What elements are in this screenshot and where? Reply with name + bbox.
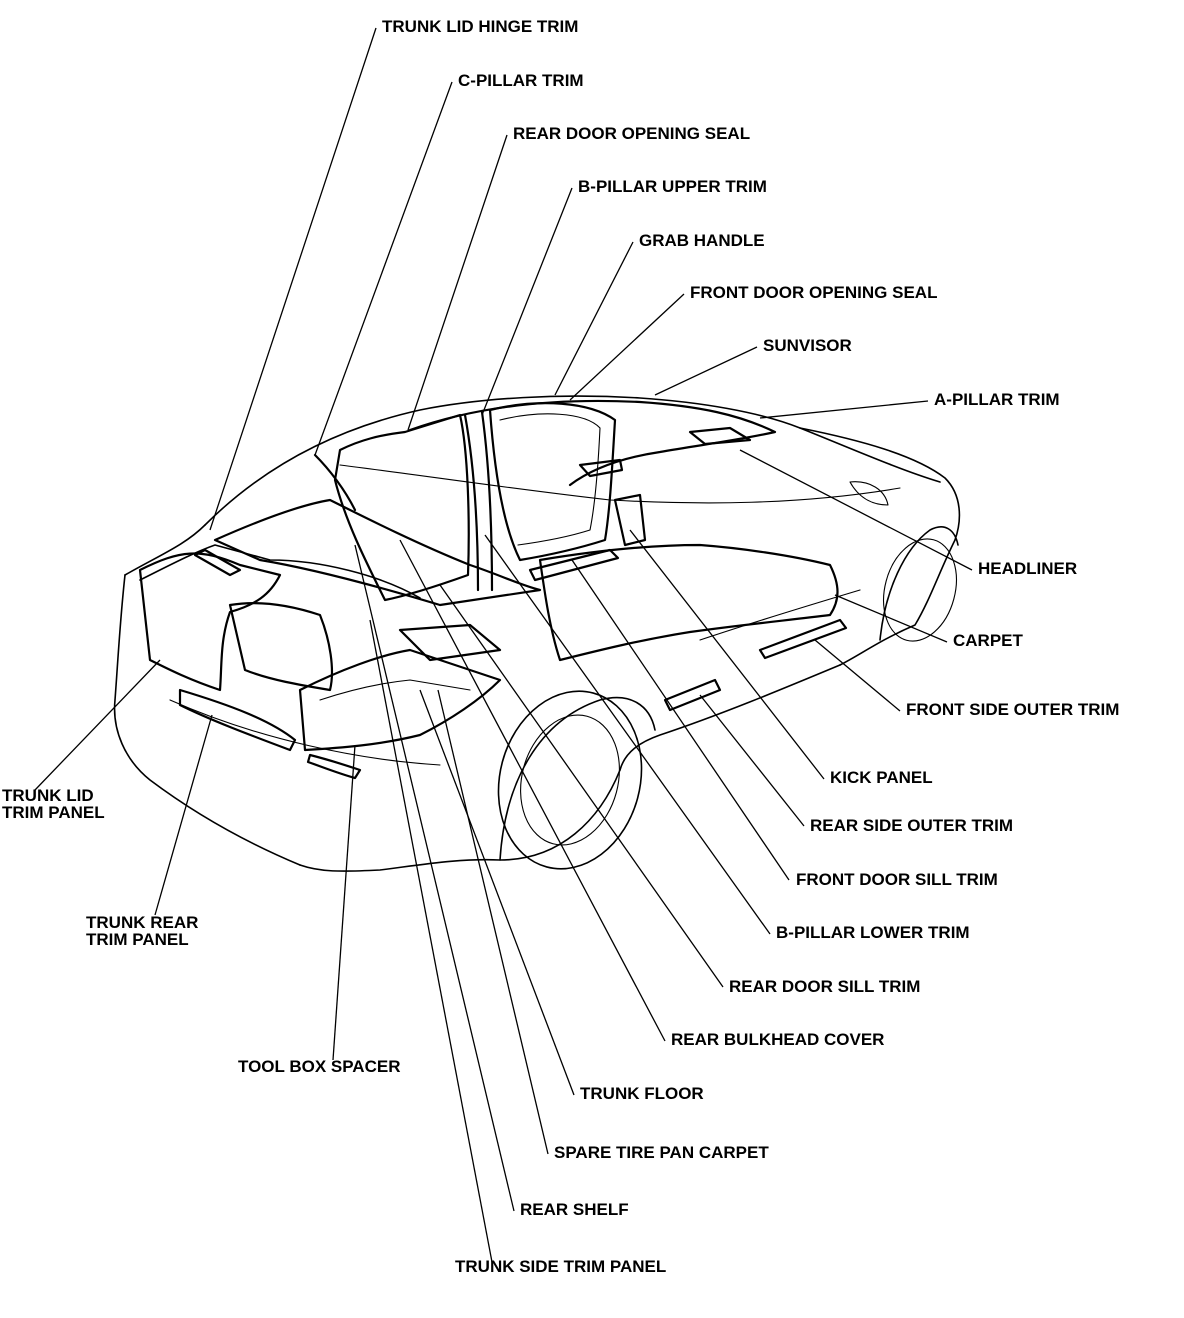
- leader-front-door-sill-trim: [571, 559, 790, 881]
- label-front-door-opening-seal: FRONT DOOR OPENING SEAL: [690, 283, 938, 302]
- label-spare-tire-pan-carpet: SPARE TIRE PAN CARPET: [554, 1143, 769, 1162]
- label-trunk-lid-trim-panel: TRUNK LID TRIM PANEL: [2, 786, 105, 822]
- leader-rear-shelf: [354, 544, 515, 1212]
- label-trunk-floor: TRUNK FLOOR: [580, 1084, 704, 1103]
- leader-c-pillar-trim: [314, 81, 453, 456]
- label-rear-bulkhead-cover: REAR BULKHEAD COVER: [671, 1030, 885, 1049]
- label-sunvisor: SUNVISOR: [763, 336, 852, 355]
- leader-rear-door-sill-trim: [439, 584, 724, 988]
- label-rear-side-outer-trim: REAR SIDE OUTER TRIM: [810, 816, 1014, 835]
- label-rear-shelf: REAR SHELF: [520, 1200, 629, 1219]
- leader-trunk-floor: [419, 689, 575, 1096]
- leader-spare-tire-pan-carpet: [437, 689, 549, 1155]
- car-body-outline: [113, 395, 961, 872]
- label-c-pillar-trim: C-PILLAR TRIM: [458, 71, 584, 90]
- label-front-side-outer-trim: FRONT SIDE OUTER TRIM: [906, 700, 1120, 719]
- label-trunk-rear-trim-panel: TRUNK REAR TRIM PANEL: [86, 913, 199, 949]
- label-kick-panel: KICK PANEL: [830, 768, 933, 787]
- leader-a-pillar-trim: [759, 400, 929, 419]
- leader-carpet: [834, 594, 948, 643]
- leader-trunk-lid-hinge-trim: [209, 27, 377, 531]
- leader-headliner: [739, 449, 973, 571]
- leader-lines: [34, 27, 973, 1263]
- leader-front-door-opening-seal: [569, 293, 685, 401]
- label-trunk-side-trim-panel: TRUNK SIDE TRIM PANEL: [455, 1257, 667, 1276]
- label-rear-door-sill-trim: REAR DOOR SILL TRIM: [729, 977, 921, 996]
- label-b-pillar-lower-trim: B-PILLAR LOWER TRIM: [776, 923, 970, 942]
- leader-trunk-rear-trim-panel: [154, 714, 213, 916]
- leader-sunvisor: [654, 346, 758, 396]
- label-front-door-sill-trim: FRONT DOOR SILL TRIM: [796, 870, 998, 889]
- leader-b-pillar-lower-trim: [484, 534, 771, 935]
- leader-trunk-side-trim-panel: [369, 619, 493, 1263]
- label-tool-box-spacer: TOOL BOX SPACER: [238, 1057, 401, 1076]
- leader-rear-bulkhead-cover: [399, 539, 666, 1042]
- label-b-pillar-upper-trim: B-PILLAR UPPER TRIM: [578, 177, 767, 196]
- leader-kick-panel: [629, 529, 825, 780]
- trim-parts: [138, 399, 848, 780]
- leader-grab-handle: [554, 241, 634, 396]
- label-headliner: HEADLINER: [978, 559, 1078, 578]
- leader-rear-side-outer-trim: [699, 694, 805, 827]
- leader-b-pillar-upper-trim: [481, 187, 573, 416]
- label-trunk-lid-hinge-trim: TRUNK LID HINGE TRIM: [382, 17, 579, 36]
- leader-front-side-outer-trim: [814, 639, 901, 712]
- label-rear-door-opening-seal: REAR DOOR OPENING SEAL: [513, 124, 751, 143]
- leader-tool-box-spacer: [332, 744, 356, 1061]
- label-grab-handle: GRAB HANDLE: [639, 231, 765, 250]
- leader-trunk-lid-trim-panel: [34, 659, 161, 791]
- label-carpet: CARPET: [953, 631, 1023, 650]
- label-a-pillar-trim: A-PILLAR TRIM: [934, 390, 1060, 409]
- leader-rear-door-opening-seal: [407, 134, 508, 431]
